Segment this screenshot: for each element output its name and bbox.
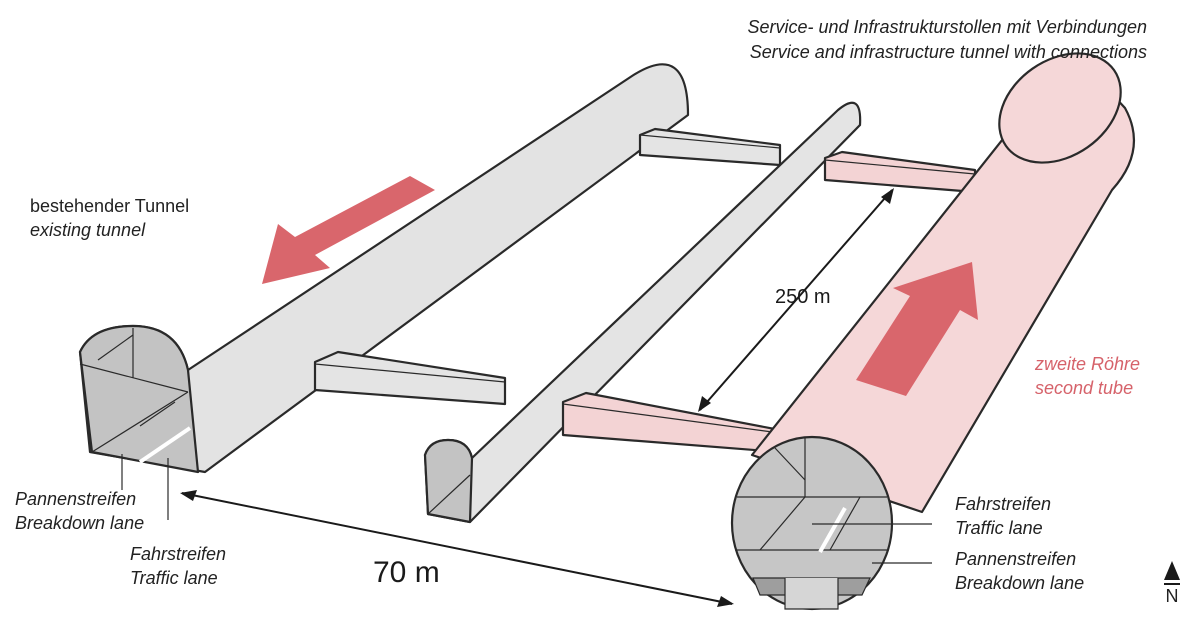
left-traffic-label-de: Fahrstreifen [130,544,226,564]
right-breakdown-label-de: Pannenstreifen [955,549,1076,569]
spacing-dimension-label: 250 m [775,286,831,308]
service-tunnel-label-en: Service and infrastructure tunnel with c… [750,42,1147,62]
left-traffic-label-en: Traffic lane [130,568,218,588]
existing-tunnel [78,63,690,474]
service-tunnel [423,101,862,524]
second-tube-label-de: zweite Röhre [1034,354,1140,374]
existing-tunnel-label-de: bestehender Tunnel [30,196,189,216]
leader-lines [121,454,932,564]
cross-passage-south-pink [561,391,782,454]
cross-passage-south-grey [313,350,507,406]
dimension-width [180,490,734,607]
dimension-spacing [698,188,894,412]
cross-passage-north-grey [638,127,782,167]
width-dimension-label: 70 m [373,556,440,589]
north-arrow-icon [1164,561,1180,580]
cross-passage-north-pink [823,150,977,194]
right-traffic-label-de: Fahrstreifen [955,494,1051,514]
direction-arrow-south [262,176,435,284]
direction-arrow-north [856,262,978,396]
right-traffic-label-en: Traffic lane [955,518,1043,538]
north-label: N [1166,586,1179,606]
left-breakdown-label-de: Pannenstreifen [15,489,136,509]
second-tube-label-en: second tube [1035,378,1133,398]
right-breakdown-label-en: Breakdown lane [955,573,1084,593]
service-tunnel-label-de: Service- und Infrastrukturstollen mit Ve… [747,17,1147,37]
left-breakdown-label-en: Breakdown lane [15,513,144,533]
north-compass: N [1164,561,1180,606]
existing-tunnel-label-en: existing tunnel [30,220,146,240]
